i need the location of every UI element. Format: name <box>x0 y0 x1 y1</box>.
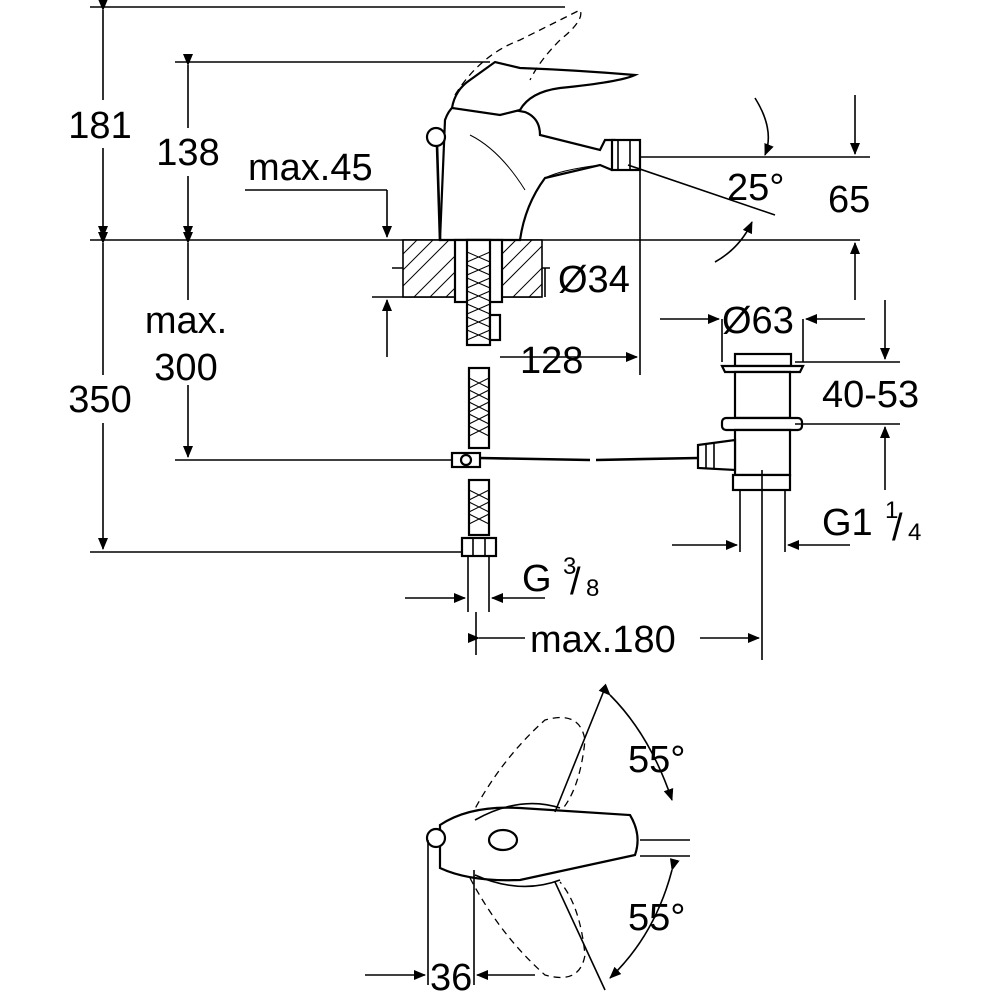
pop-up-linkage <box>479 456 699 462</box>
dim-36-text: 36 <box>430 957 472 999</box>
dim-65-text: 65 <box>828 179 870 221</box>
svg-text:/: / <box>570 561 581 603</box>
dimension-138: 138 <box>150 54 230 238</box>
dimension-g-3-8: G 3 / 8 <box>405 553 599 612</box>
dim-138-text: 138 <box>156 132 219 174</box>
dimension-36: 36 <box>365 957 535 999</box>
dim-max45-text: max.45 <box>248 147 373 189</box>
dimension-max45: max.45 <box>245 147 540 357</box>
dim-25-text: 25° <box>727 167 784 209</box>
svg-text:/: / <box>892 507 903 549</box>
dimension-g1-1-4: G1 1 / 4 <box>672 497 921 550</box>
dimension-181: 181 <box>60 0 140 238</box>
dimension-max180: max.180 <box>468 612 760 661</box>
dimension-350: 350 <box>60 232 150 550</box>
dim-181-text: 181 <box>68 105 131 147</box>
dim-300-text: 300 <box>154 347 217 389</box>
dim-g1-num: 1 <box>885 497 898 524</box>
dim-g-num: 3 <box>563 553 576 580</box>
dim-g-den: 8 <box>586 575 599 602</box>
dim-max-text: max. <box>145 300 227 342</box>
dim-max180-text: max.180 <box>530 619 676 661</box>
dimension-128: 128 <box>500 170 641 382</box>
dimension-55deg-lower: 55° <box>554 858 685 991</box>
dim-o34-text: Ø34 <box>558 259 630 301</box>
dim-55-lower-text: 55° <box>628 897 685 939</box>
dim-g1-den: 4 <box>908 519 921 546</box>
dimension-max300: max. 300 <box>140 232 235 458</box>
dimension-diameter-63: Ø63 <box>660 300 865 362</box>
dim-350-text: 350 <box>68 379 131 421</box>
deck-section <box>402 239 543 298</box>
dim-55-upper-text: 55° <box>628 739 685 781</box>
dimension-55deg-upper: 55° <box>554 683 685 813</box>
dimension-25deg: 25° <box>627 97 784 263</box>
dimension-40-53: 40-53 <box>795 300 919 490</box>
dim-g1-text: G1 <box>822 502 873 544</box>
dim-40-53-text: 40-53 <box>822 374 919 416</box>
dimension-65: 65 <box>828 95 870 300</box>
mixer-body-side-view <box>425 9 642 242</box>
mixer-shank <box>453 238 504 347</box>
dim-o63-text: Ø63 <box>722 300 794 342</box>
dim-128-text: 128 <box>520 340 583 382</box>
dim-g-text: G <box>522 558 552 600</box>
waste-assembly <box>696 352 805 660</box>
mixer-top-view <box>425 716 690 985</box>
flexible-hose <box>450 366 498 558</box>
